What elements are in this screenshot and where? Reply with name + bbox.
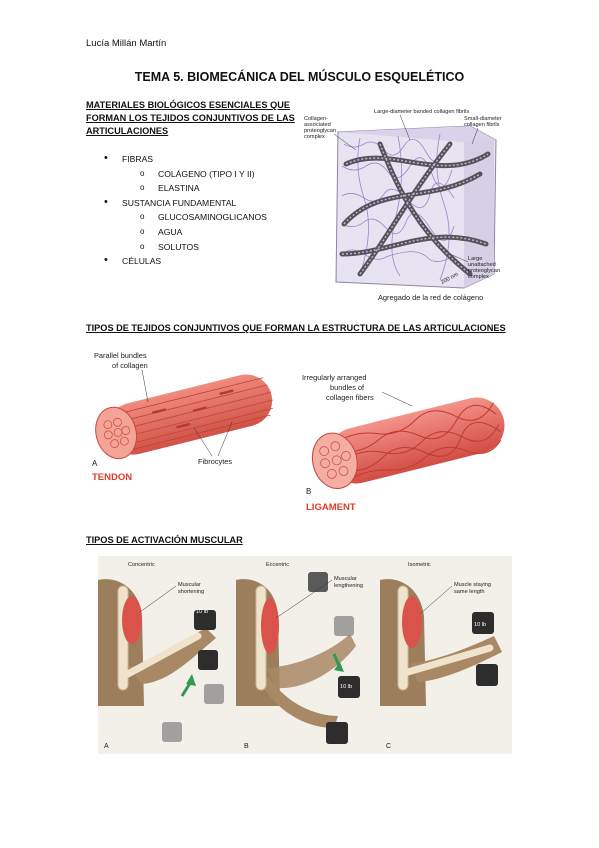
label-collagen-proteoglycan: complex [304,134,325,140]
tendon-figure: Parallel bundles of collagen Fibrocytes … [92,351,273,483]
label-collagen-proteoglycan: associated [304,122,331,128]
label-collagen-proteoglycan: Collagen- [304,116,328,122]
list-item: SOLUTOS [100,240,267,255]
list-item: ELASTINA [100,181,267,196]
tendon-letter: A [92,459,98,468]
ligament-body [328,397,505,484]
list-item: COLÁGENO (TIPO I Y II) [100,167,267,182]
ligament-label: bundles of [330,383,365,392]
label-small-fibrils: collagen fibrils [464,122,500,128]
section3-heading: TIPOS DE ACTIVACIÓN MUSCULAR [86,535,243,545]
panel-title: Eccentric [266,562,289,568]
ligament-fibers [337,402,502,481]
ligament-label: collagen fibers [326,393,374,402]
weight-label: 10 lb [474,622,486,628]
figure-caption: Agregado de la red de colágeno [378,293,483,302]
fibril-banding [341,143,489,275]
fibrocytes-label: Fibrocytes [198,457,232,466]
ligament-name: LIGAMENT [306,502,356,513]
list-item: SUSTANCIA FUNDAMENTAL [100,195,267,211]
tendon-body [107,374,273,455]
section1-heading-line: MATERIALES BIOLÓGICOS ESENCIALES QUE [86,100,291,110]
tendon-cross-section [95,406,137,460]
panel-title: Concentric [128,562,155,568]
tendon-label: of collagen [112,361,148,370]
fibrocytes-marks [151,389,234,429]
panel-label: Muscle staying [454,582,491,588]
label-unattached-proteoglycan: complex [468,274,489,280]
tendon-label: Parallel bundles [94,351,147,360]
author-name: Lucía Millán Martín [86,38,167,49]
panel-isometric [380,579,502,706]
label-unattached-proteoglycan: unattached [468,262,496,268]
label-unattached-proteoglycan: proteoglycan [468,268,500,274]
panel-eccentric [236,572,360,744]
materials-list: FIBRAS COLÁGENO (TIPO I Y II) ELASTINA S… [100,151,267,269]
panel-label: Muscular [334,576,357,582]
list-item: CÉLULAS [100,253,267,269]
label-large-fibrils: Large-diameter banded collagen fibrils [374,109,469,115]
ligament-letter: B [306,487,311,496]
panel-letter: C [386,743,391,750]
list-item: AGUA [100,225,267,240]
label-unattached-proteoglycan: Large [468,256,482,262]
panel-letter: B [244,743,249,750]
label-collagen-proteoglycan: proteoglycan [304,128,336,134]
section1-heading-line: FORMAN LOS TEJIDOS CONJUNTIVOS DE LAS [86,113,295,124]
muscle-activation-figure: Concentric Muscular shortening 10 lb A E… [98,556,512,754]
ligament-label: Irregularly arranged [302,373,367,382]
panel-label: Muscular [178,582,201,588]
list-item: FIBRAS [100,151,267,167]
list-item: GLUCOSAMINOGLICANOS [100,210,267,225]
ligament-figure: Irregularly arranged bundles of collagen… [302,373,505,513]
weight-label: 10 lb [196,609,208,615]
page-title: TEMA 5. BIOMECÁNICA DEL MÚSCULO ESQUELÉT… [134,70,465,84]
panel-label: same length [454,589,484,595]
weight-label: 10 lb [340,684,352,690]
collagen-network-figure: Large-diameter banded collagen fibrils C… [304,109,502,302]
panel-label: lengthening [334,583,363,589]
panel-letter: A [104,743,109,750]
label-small-fibrils: Small-diameter [464,116,502,122]
leader-lines [333,114,479,263]
section2-heading: TIPOS DE TEJIDOS CONJUNTIVOS QUE FORMAN … [86,323,506,333]
section1-heading: MATERIALES BIOLÓGICOS ESENCIALES QUE FOR… [86,99,295,138]
tendon-name: TENDON [92,472,132,483]
panel-label: shortening [178,589,204,595]
cube-top [338,126,496,142]
panel-title: Isometric [408,562,431,568]
cube-side [464,138,494,288]
section1-heading-line: ARTICULACIONES [86,126,169,137]
panel-concentric [98,579,224,742]
